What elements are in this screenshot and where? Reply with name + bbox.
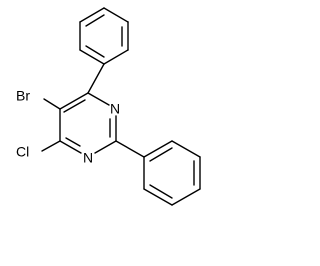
bond [143,188,173,206]
bond [143,140,173,158]
bond [103,7,129,23]
bond [79,49,105,65]
bond [79,7,105,23]
bond [149,184,173,199]
bond [171,140,201,158]
bond [103,49,129,65]
bond [87,92,110,106]
bond [94,140,117,154]
bond [43,98,61,110]
pyrimidine-ring [59,92,117,154]
bond [41,140,61,152]
nitrogen-upper-label: N [110,101,120,117]
nitrogen-lower-label: N [83,150,93,166]
bond [63,99,86,113]
chlorine-label: Cl [16,144,29,160]
lower-phenyl-ring [143,140,201,206]
bond [59,92,89,110]
bond [149,147,173,162]
bond [171,188,201,206]
bond [85,45,105,58]
bond [87,63,105,94]
bond [65,137,81,147]
bond [115,140,145,158]
bromine-label: Br [16,88,30,104]
bond [85,14,105,27]
chemical-structure-diagram: Br Cl N N [16,7,201,206]
bond [59,140,82,154]
top-phenyl-ring [79,7,129,65]
